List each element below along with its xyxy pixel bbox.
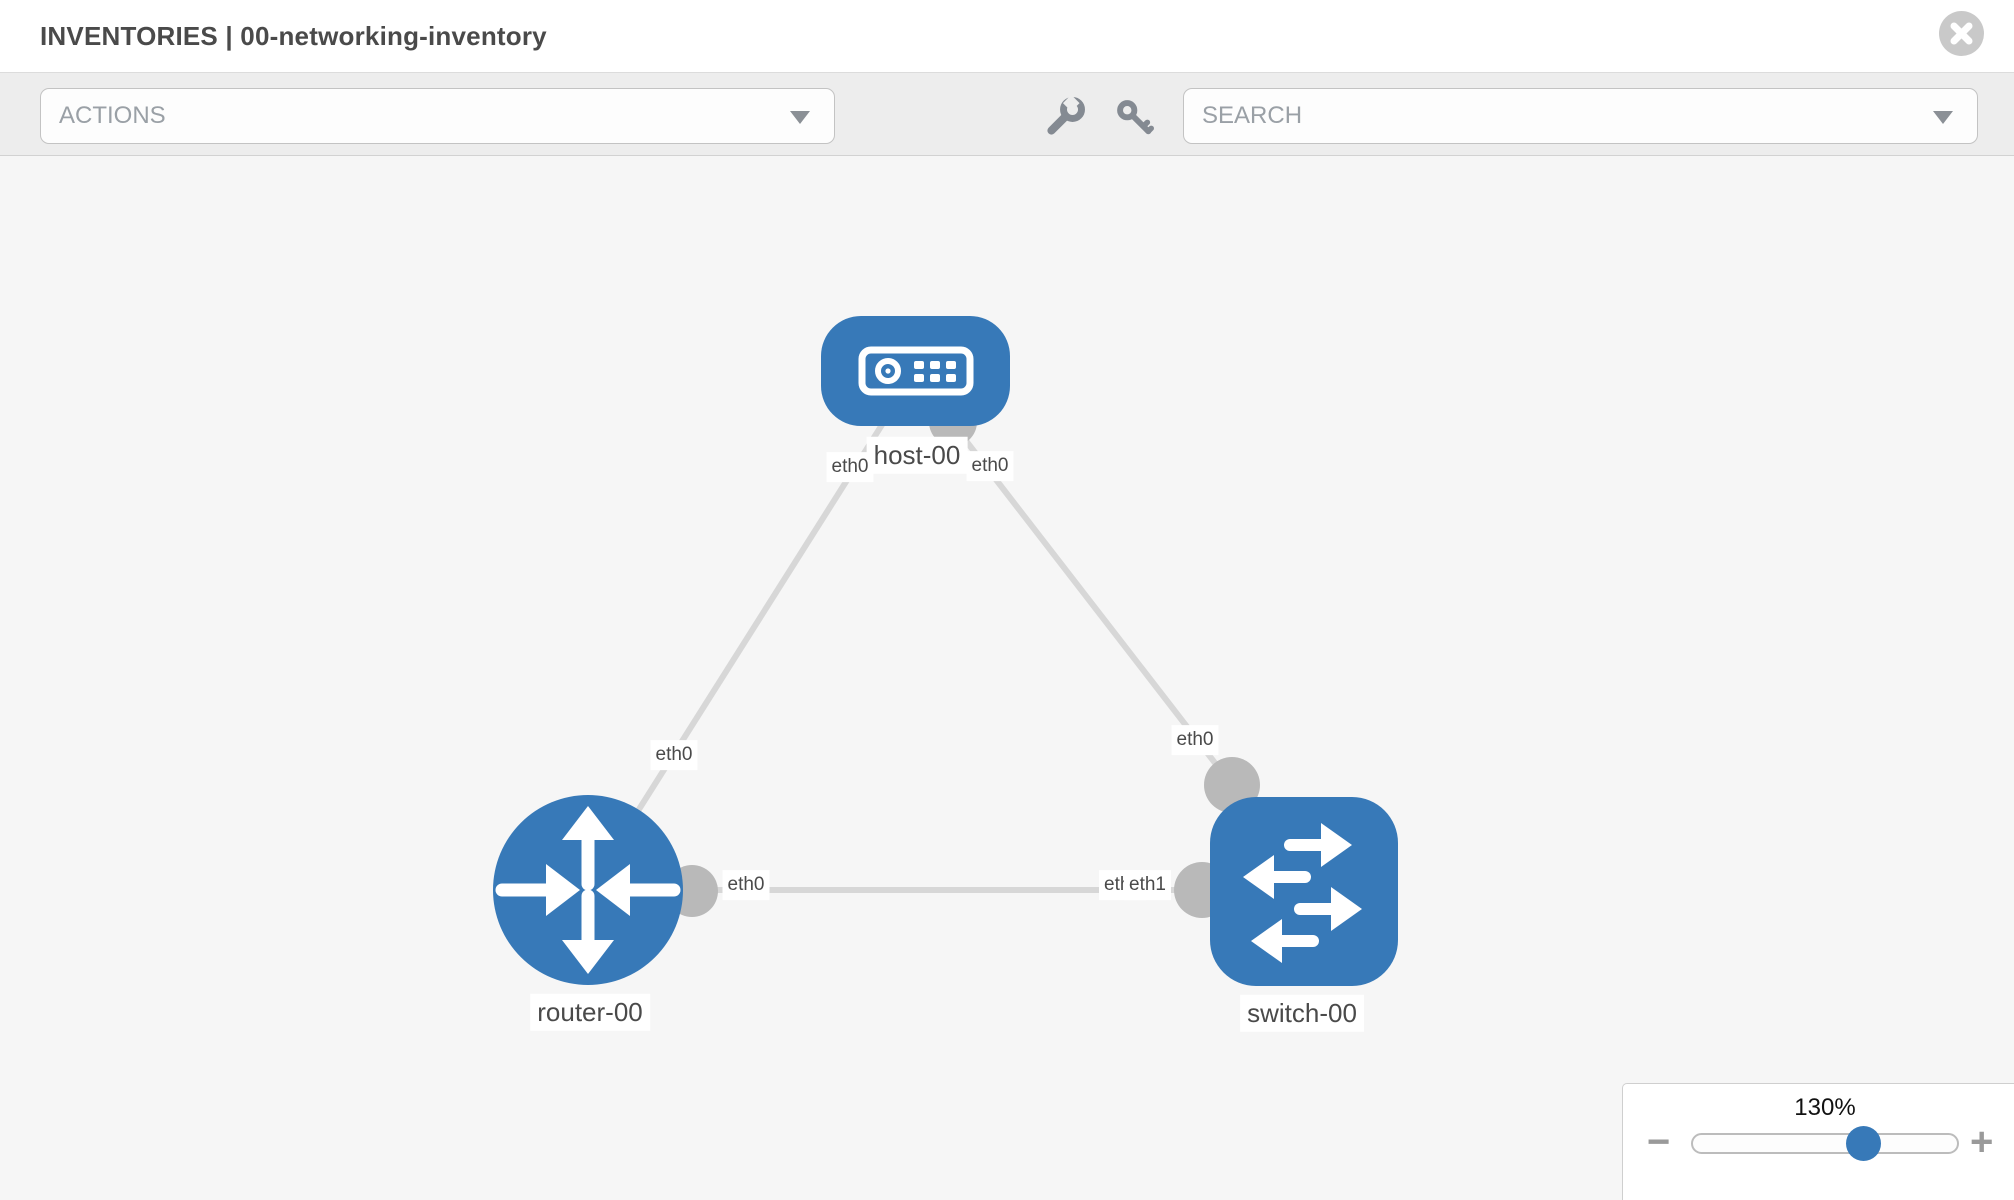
zoom-value: 130% [1794,1094,1856,1121]
interface-label-switch-eth0-top: eth0 [1171,725,1219,755]
zoom-slider-thumb[interactable] [1846,1126,1881,1161]
node-switch[interactable] [1210,797,1398,986]
node-host[interactable] [821,316,1010,426]
interface-label-host-eth0-right: eth0 [966,451,1014,481]
actions-dropdown-label: ACTIONS [59,102,166,129]
close-button[interactable] [1939,11,1984,56]
server-icon [858,346,974,396]
page-title: INVENTORIES | 00-networking-inventory [40,21,547,51]
node-label-switch: switch-00 [1240,994,1364,1032]
topology-graph [493,316,1398,986]
toolbar: ACTIONS [0,72,2014,156]
zoom-out-button[interactable]: − [1647,1120,1671,1164]
interface-label-switch-eth1: eth1 [1124,870,1171,900]
wrench-icon[interactable] [1043,95,1087,139]
interface-label-router-eth0-right: eth0 [722,870,770,900]
topology-canvas[interactable]: host-00 router-00 switch-00 eth0 eth0 et… [0,156,2014,1200]
link-host-switch[interactable] [950,422,1235,787]
zoom-slider-track[interactable] [1691,1133,1959,1154]
node-label-host: host-00 [866,436,968,474]
router-icon [495,806,681,974]
switch-icon [1243,823,1362,963]
interface-label-router-eth0-uplink: eth0 [650,740,698,770]
node-router[interactable] [493,795,683,985]
search-chevron-down-icon[interactable] [1933,111,1953,124]
interface-label-host-eth0-left: eth0 [826,452,874,482]
search-box [1183,88,1978,144]
chevron-down-icon [790,111,810,124]
actions-dropdown[interactable]: ACTIONS [40,88,835,144]
zoom-in-button[interactable]: + [1970,1120,1994,1164]
key-icon[interactable] [1112,95,1156,139]
zoom-control-panel: 130% − + [1622,1083,2014,1200]
node-label-router: router-00 [530,993,650,1031]
search-input[interactable] [1184,89,1977,143]
close-icon [1950,22,1973,45]
header: INVENTORIES | 00-networking-inventory [0,0,2014,72]
